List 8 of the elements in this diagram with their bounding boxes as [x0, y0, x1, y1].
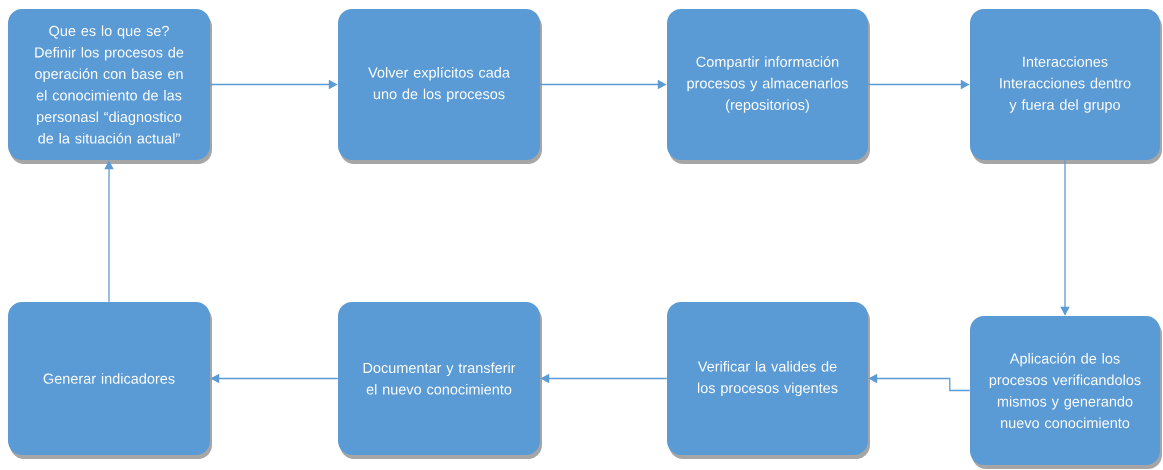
process-box: Que es lo que se? Definir los procesos de operación con base en el conocimiento de las personasl “diagnostico de la situación actual”: [8, 9, 212, 164]
process-box: Volver explícitos cada uno de los procesos: [338, 9, 542, 164]
process-box: Documentar y transferir el nuevo conocimiento: [338, 302, 542, 459]
process-box: Verificar la valides de los procesos vigentes: [667, 302, 870, 459]
process-box: Compartir información procesos y almacenarlos (repositorios): [667, 9, 870, 164]
process-box: Interacciones Interacciones dentro y fuera del grupo: [970, 9, 1162, 164]
process-box: Generar indicadores: [8, 302, 212, 459]
process-box: Aplicación de los procesos verificandolos mismos y generando nuevo conocimiento: [970, 316, 1162, 469]
